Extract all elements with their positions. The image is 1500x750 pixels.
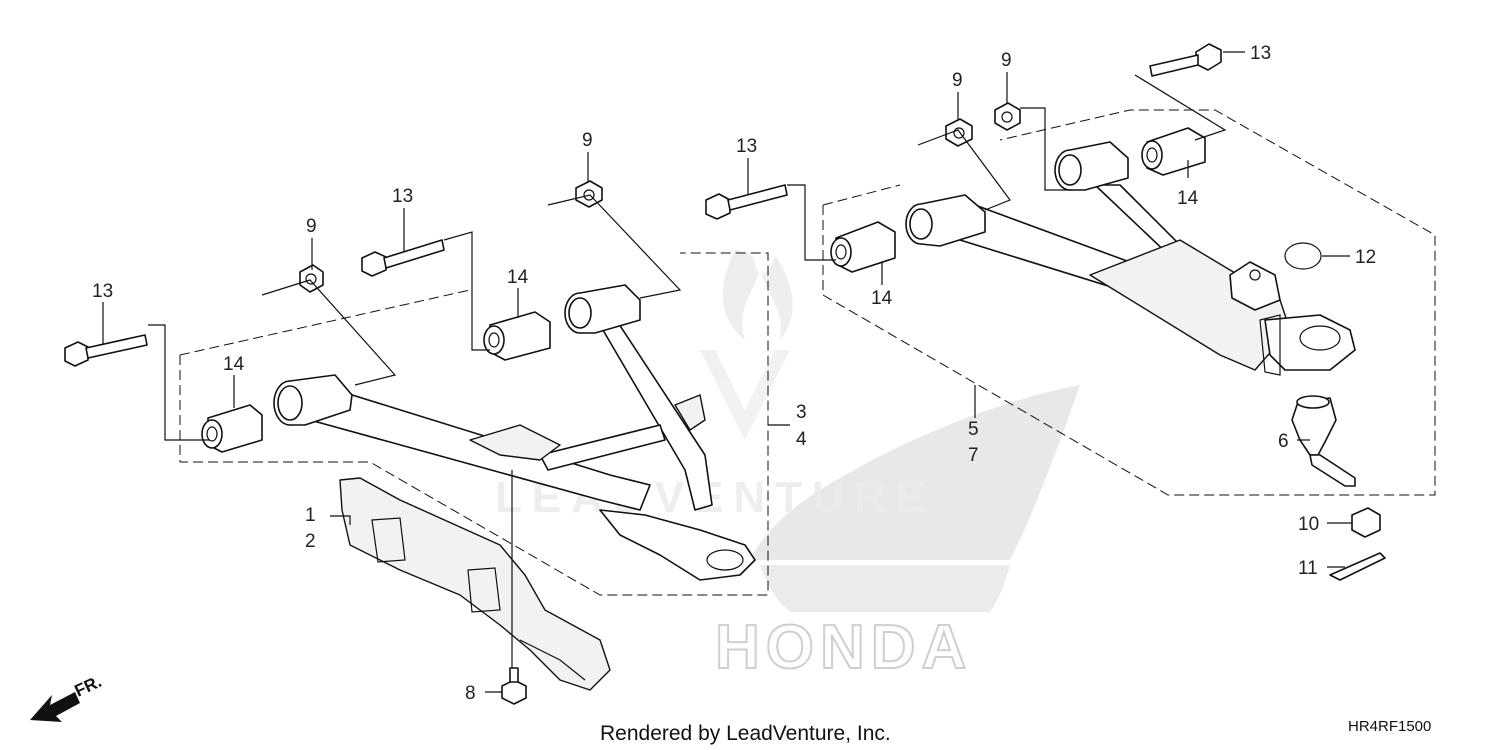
bolt-13-left-center — [361, 239, 445, 277]
leadventure-logo-watermark — [700, 250, 793, 440]
upper-arm-right — [905, 141, 1356, 376]
callout-1[interactable]: 1 — [305, 505, 316, 526]
callout-14[interactable]: 14 — [1177, 188, 1199, 209]
callout-5[interactable]: 5 — [968, 419, 979, 440]
callout-11[interactable]: 11 — [1298, 558, 1318, 579]
castle-nut-10 — [1351, 507, 1381, 538]
front-arrow-icon — [30, 692, 80, 722]
bolt-13-right-center — [705, 184, 788, 220]
callout-2[interactable]: 2 — [305, 531, 316, 552]
bolt-8 — [501, 667, 527, 705]
callout-8[interactable]: 8 — [465, 683, 476, 704]
circlip-12 — [1284, 242, 1322, 270]
callouts: 13 14 9 13 14 9 3 4 1 2 8 13 14 9 9 13 1… — [92, 43, 1376, 704]
callout-3[interactable]: 3 — [796, 402, 807, 423]
callout-14[interactable]: 14 — [507, 267, 529, 288]
cotter-pin-11 — [1329, 552, 1386, 581]
left-arm-group-box — [179, 252, 769, 596]
callout-4[interactable]: 4 — [796, 429, 807, 450]
pivot-sleeve-left-rear — [273, 374, 353, 426]
left-arm-group-box-b — [179, 289, 471, 356]
pivot-sleeve-left-front — [564, 284, 641, 334]
leader-lines — [102, 51, 1352, 693]
bolt-13-far-left — [64, 334, 148, 367]
diagram-code: HR4RF1500 — [1348, 718, 1431, 735]
right-arm-group-box-b — [822, 184, 901, 206]
pivot-sleeve-right-rear — [905, 194, 986, 247]
callout-14[interactable]: 14 — [871, 288, 893, 309]
bushing-14-right-rear — [830, 221, 896, 273]
honda-watermark-text: HONDA — [715, 613, 972, 682]
callout-13[interactable]: 13 — [1250, 43, 1271, 64]
callout-9[interactable]: 9 — [1001, 50, 1012, 71]
footer-credit: Rendered by LeadVenture, Inc. — [600, 722, 891, 745]
callout-9[interactable]: 9 — [306, 216, 317, 237]
callout-13[interactable]: 13 — [736, 136, 757, 157]
front-direction-marker: FR. — [30, 672, 105, 722]
bushing-14-left-front — [483, 311, 551, 361]
callout-9[interactable]: 9 — [582, 130, 593, 151]
bushing-14-left-rear — [201, 404, 263, 453]
skid-guard — [339, 477, 611, 691]
pivot-sleeve-right-front — [1054, 141, 1129, 191]
callout-14[interactable]: 14 — [223, 354, 245, 375]
callout-7[interactable]: 7 — [968, 445, 979, 466]
right-arm-group-box — [822, 109, 1436, 496]
nut-9-left — [299, 264, 324, 293]
lower-arm-left — [273, 284, 756, 581]
bolt-13-top-right — [1149, 43, 1222, 77]
callout-12[interactable]: 12 — [1355, 247, 1376, 268]
nut-9-right-b — [994, 102, 1021, 131]
honda-wing-watermark — [750, 385, 1080, 612]
callout-10[interactable]: 10 — [1298, 514, 1319, 535]
callout-13[interactable]: 13 — [392, 186, 413, 207]
callout-13[interactable]: 13 — [92, 281, 113, 302]
callout-6[interactable]: 6 — [1278, 431, 1289, 452]
callout-9[interactable]: 9 — [952, 70, 963, 91]
ball-joint-6 — [1291, 395, 1356, 487]
bushing-14-right-front — [1141, 127, 1206, 176]
